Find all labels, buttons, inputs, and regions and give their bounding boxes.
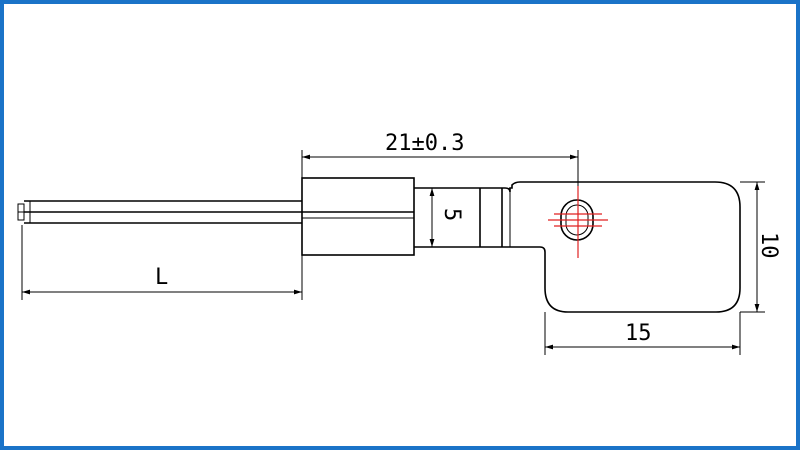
tab-width-label: 15 (625, 321, 652, 346)
wire-length-label: L (155, 265, 168, 290)
housing-body (301, 177, 415, 256)
mounting-hole (548, 186, 608, 258)
dimension-wire-length (21, 225, 303, 300)
dimension-tab-height (740, 181, 765, 313)
body-width-label: 5 (439, 208, 464, 221)
tab-height-label: 10 (756, 232, 781, 259)
total-length-label: 21±0.3 (385, 131, 464, 156)
dimension-tab-width (544, 312, 741, 355)
dimension-total-length (301, 150, 579, 186)
terminal-tab (504, 181, 741, 313)
terminal-neck (414, 187, 505, 248)
lead-wires (17, 200, 302, 224)
